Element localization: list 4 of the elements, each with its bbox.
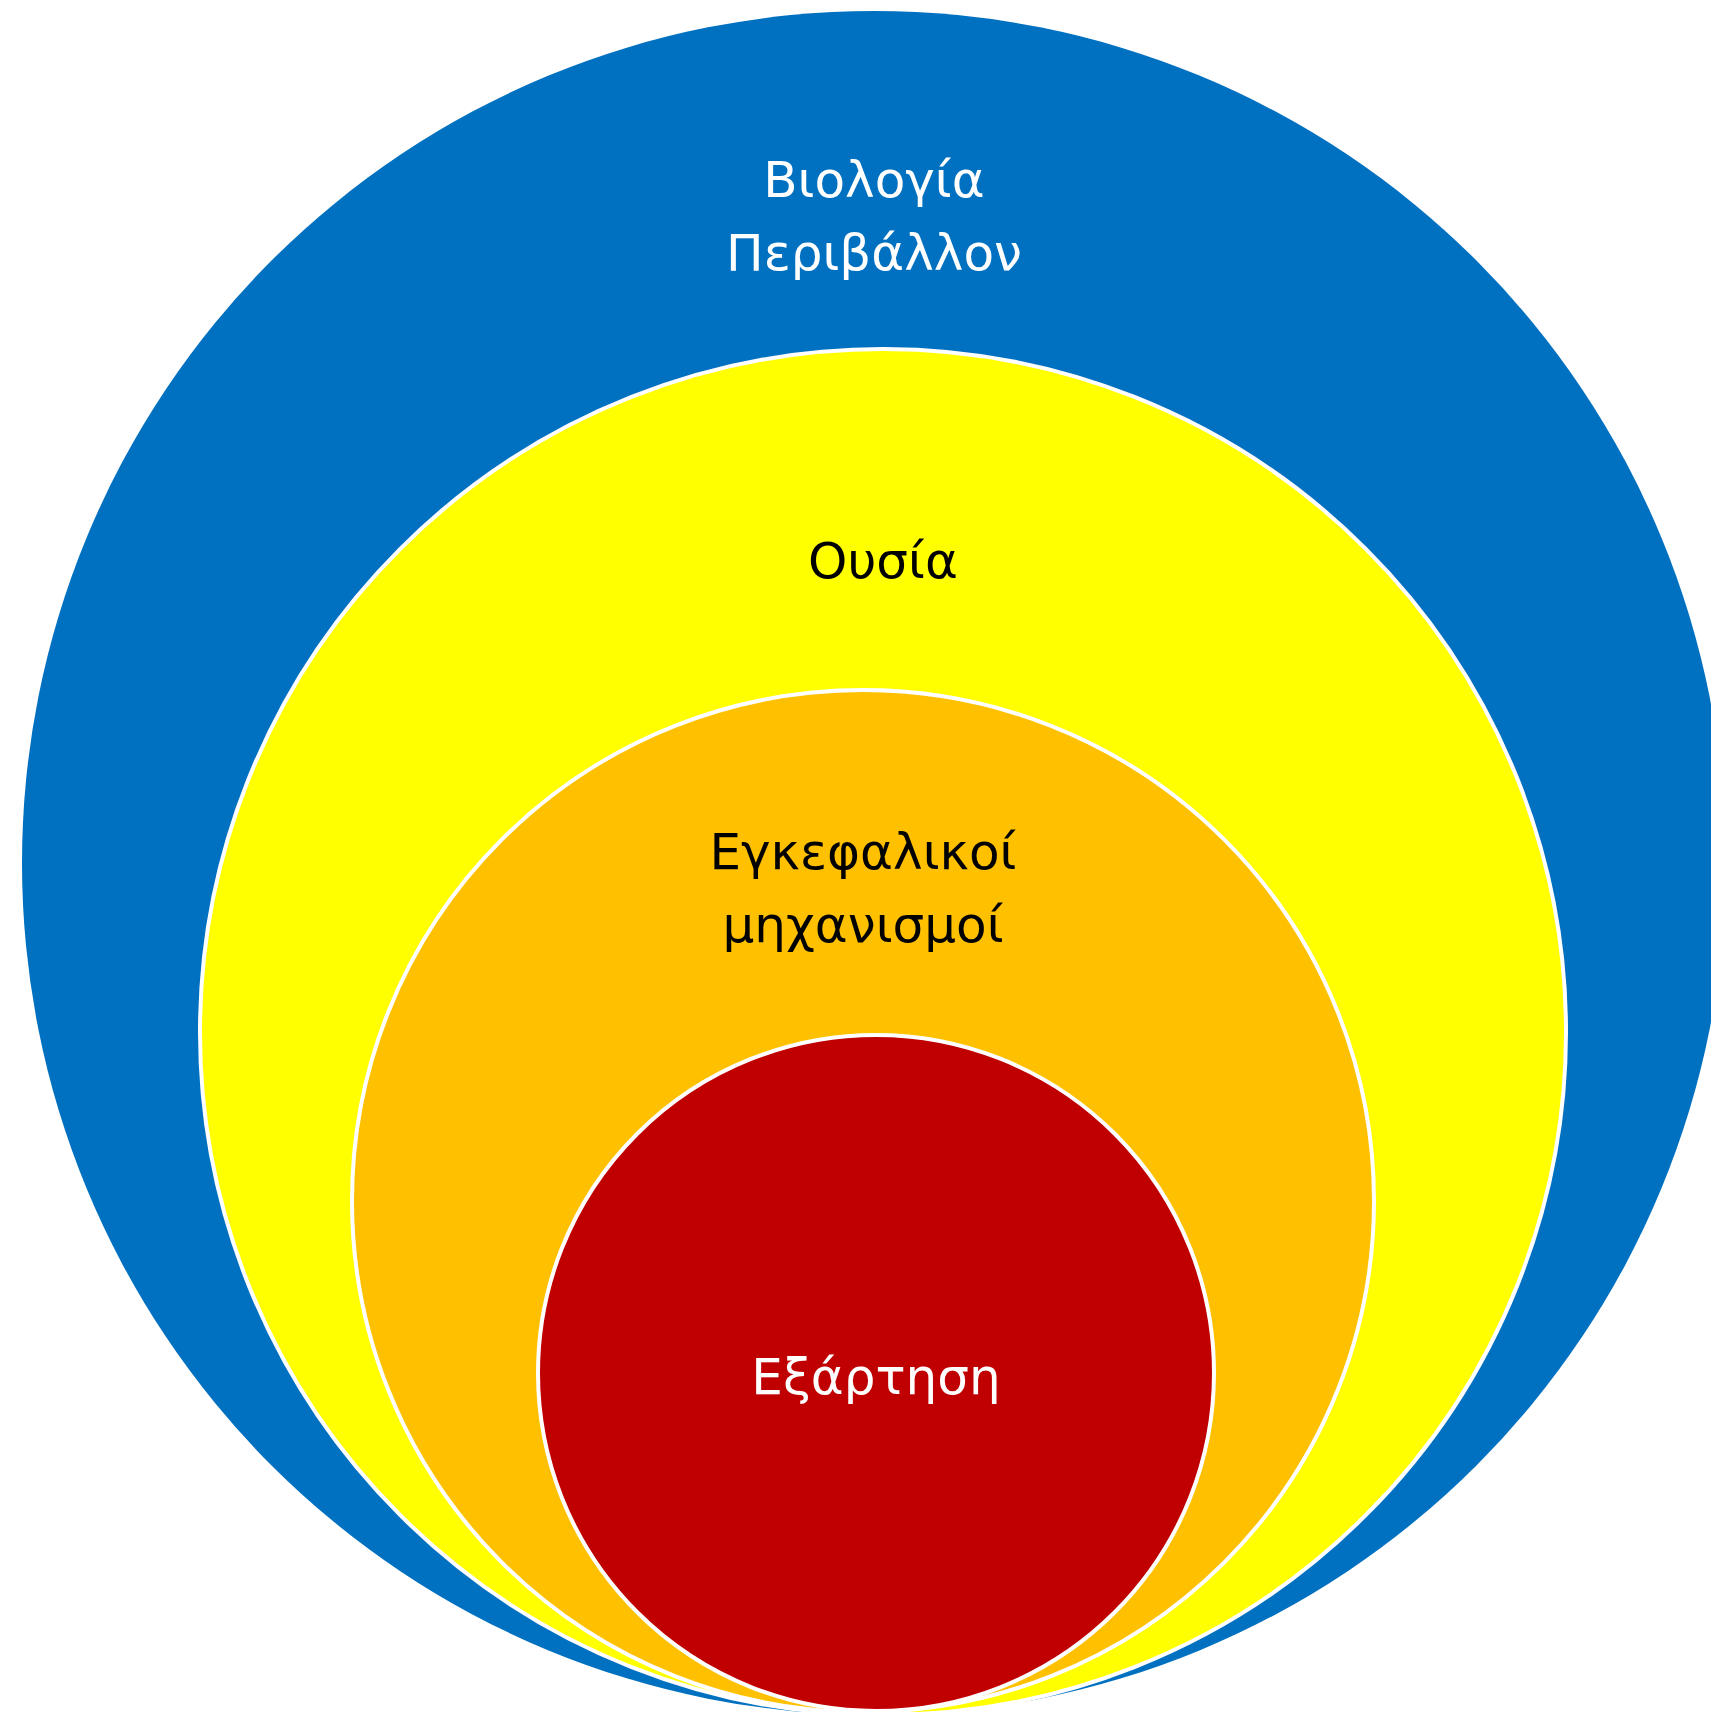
circle-label: Ουσία — [808, 530, 958, 592]
circle-label: Εξάρτηση — [751, 1346, 1001, 1408]
circle-label: Εγκεφαλικοί μηχανισμοί — [708, 821, 1018, 955]
circle-label: Βιολογία Περιβάλλον — [725, 149, 1023, 283]
